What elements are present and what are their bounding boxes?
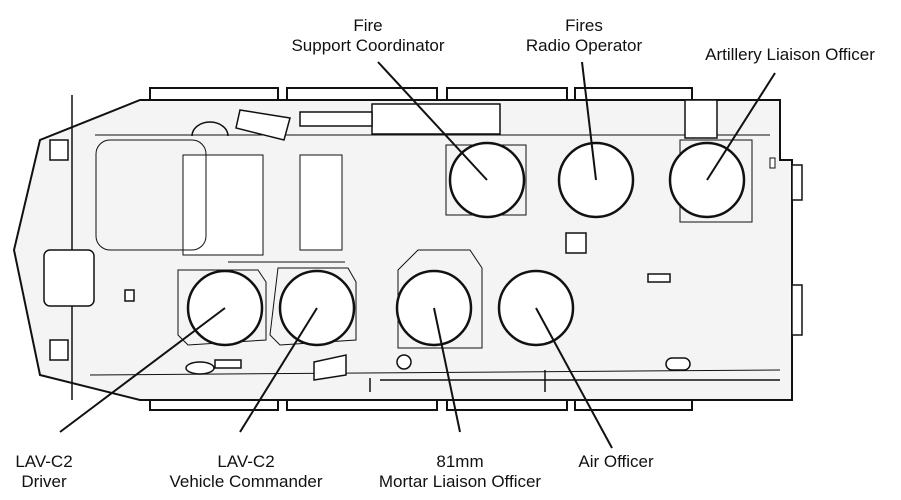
- label-air-officer: Air Officer: [578, 452, 654, 471]
- leader-artillery-liaison-officer: [706, 72, 776, 181]
- engine-grilles: [182, 154, 343, 256]
- vehicle-hull: [12, 87, 803, 411]
- leader-lav-c2-driver: [59, 307, 226, 433]
- leader-air-officer: [535, 307, 613, 449]
- leader-fire-support-coordinator: [377, 61, 488, 181]
- leader-lines: [59, 61, 776, 449]
- leader-mortar-liaison-officer: [433, 307, 461, 433]
- leader-lav-c2-vehicle-commander: [239, 307, 318, 433]
- top-track-segments: [149, 87, 693, 103]
- label-artillery-liaison-officer: Artillery Liaison Officer: [705, 45, 875, 64]
- leader-fires-radio-operator: [581, 61, 597, 181]
